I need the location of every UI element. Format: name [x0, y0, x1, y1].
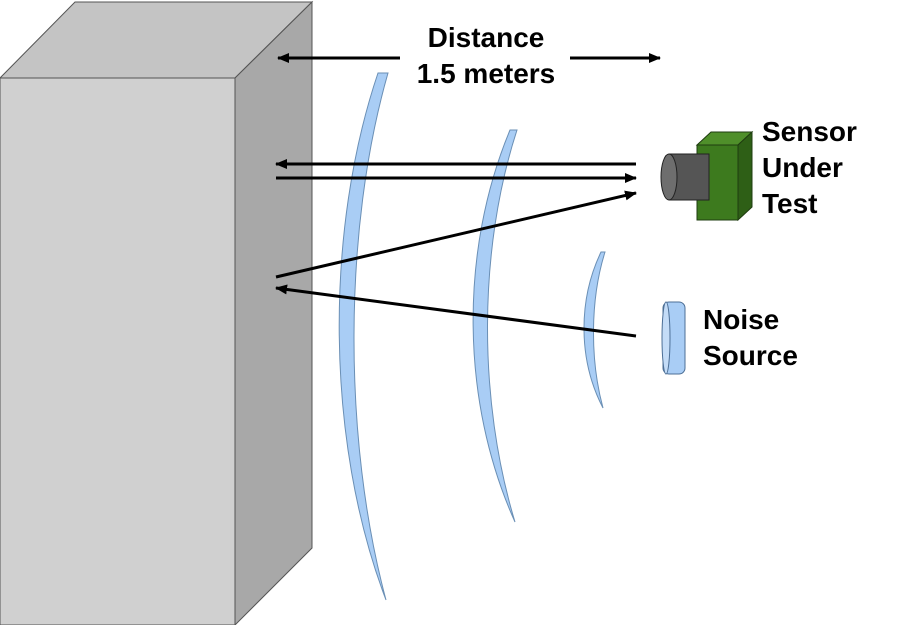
- sound-waves: [338, 72, 606, 601]
- distance-label: Distance 1.5 meters: [404, 20, 568, 92]
- wall-front-face: [0, 77, 236, 625]
- distance-label-line1: Distance: [427, 22, 545, 53]
- sensor-device: [660, 130, 754, 222]
- noise-label-line2: Source: [703, 340, 798, 371]
- sensor-label-line2: Under: [762, 152, 843, 183]
- sensor-body-side: [737, 130, 753, 222]
- sensor-lens-face: [660, 153, 678, 201]
- distance-label-line2: 1.5 meters: [416, 58, 556, 89]
- wave-small: [583, 251, 606, 409]
- sensor-under-test-label: Sensor Under Test: [762, 114, 857, 222]
- signal-arrows: [275, 159, 637, 338]
- wave-medium: [472, 129, 518, 523]
- sensor-label-line1: Sensor: [762, 116, 857, 147]
- arrow-noise-reflection-to-sensor: [275, 190, 637, 279]
- noise-label-line1: Noise: [703, 304, 780, 335]
- sensor-label-line3: Test: [762, 188, 818, 219]
- noise-source: [661, 301, 686, 375]
- wall-block: [0, 0, 314, 625]
- wave-large: [338, 72, 389, 601]
- arrow-noise-to-wall: [275, 284, 637, 338]
- noise-source-label: Noise Source: [703, 302, 798, 374]
- noise-source-face: [661, 301, 671, 375]
- wall-side-face: [234, 0, 313, 625]
